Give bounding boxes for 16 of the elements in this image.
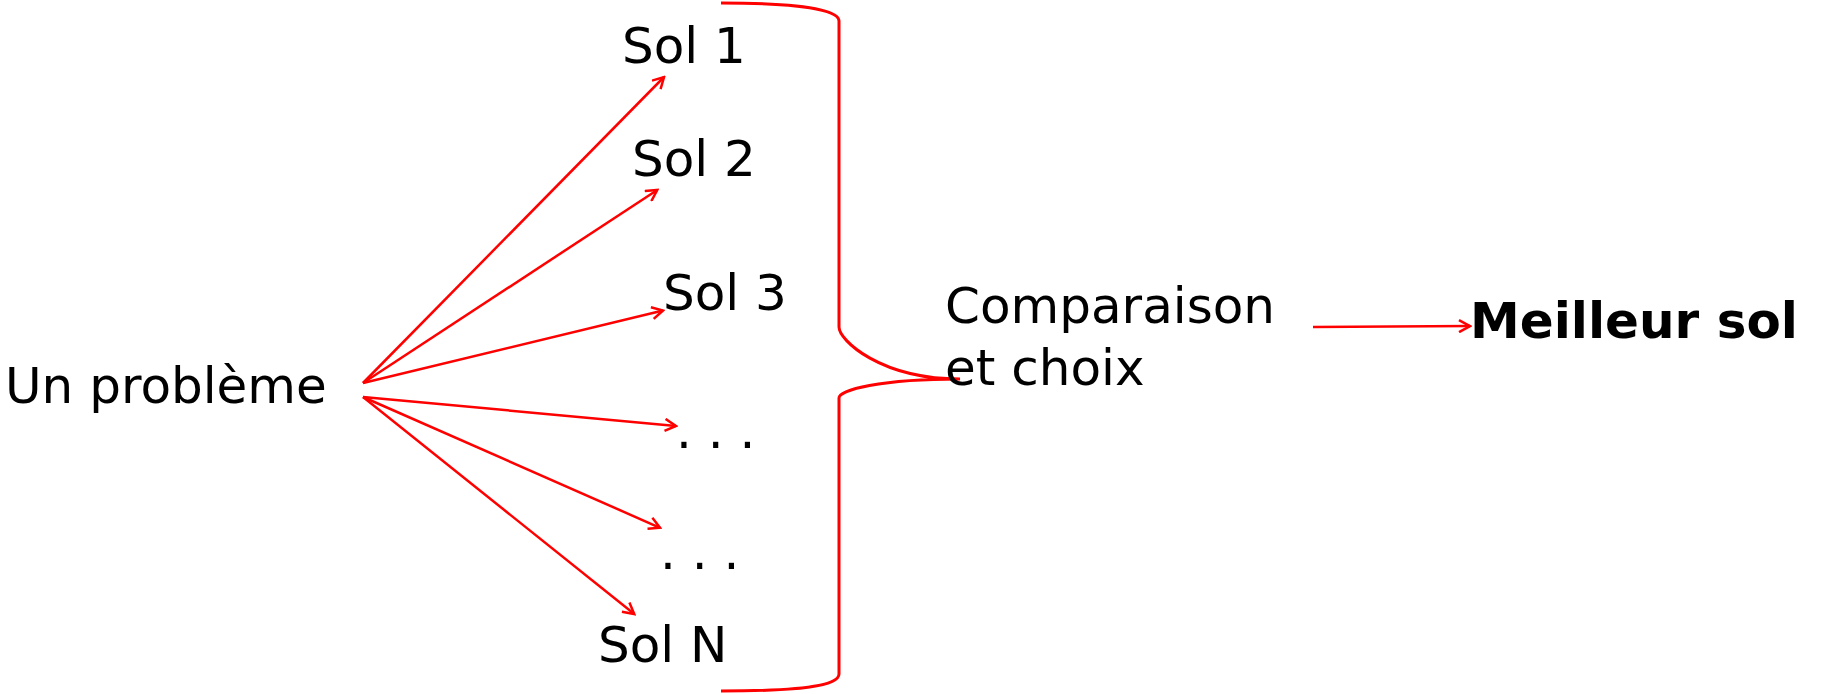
- arrow: [362, 188, 659, 385]
- node-text: Sol 1: [622, 15, 767, 77]
- arrow: [362, 396, 636, 616]
- arrow: [362, 395, 678, 433]
- node-text: Sol N: [598, 614, 748, 676]
- node-text: Comparaison et choix: [945, 275, 1305, 405]
- node-text: . . .: [676, 400, 786, 462]
- arrow: [362, 75, 666, 384]
- arrow: [1313, 318, 1472, 334]
- arrow: [362, 306, 665, 385]
- node-text: Meilleur sol: [1470, 290, 1840, 360]
- node-text: . . .: [660, 521, 770, 583]
- node-text: Sol 3: [663, 262, 808, 324]
- node-text: Un problème: [5, 355, 355, 425]
- arrow: [362, 395, 662, 531]
- node-text: Sol 2: [632, 128, 777, 190]
